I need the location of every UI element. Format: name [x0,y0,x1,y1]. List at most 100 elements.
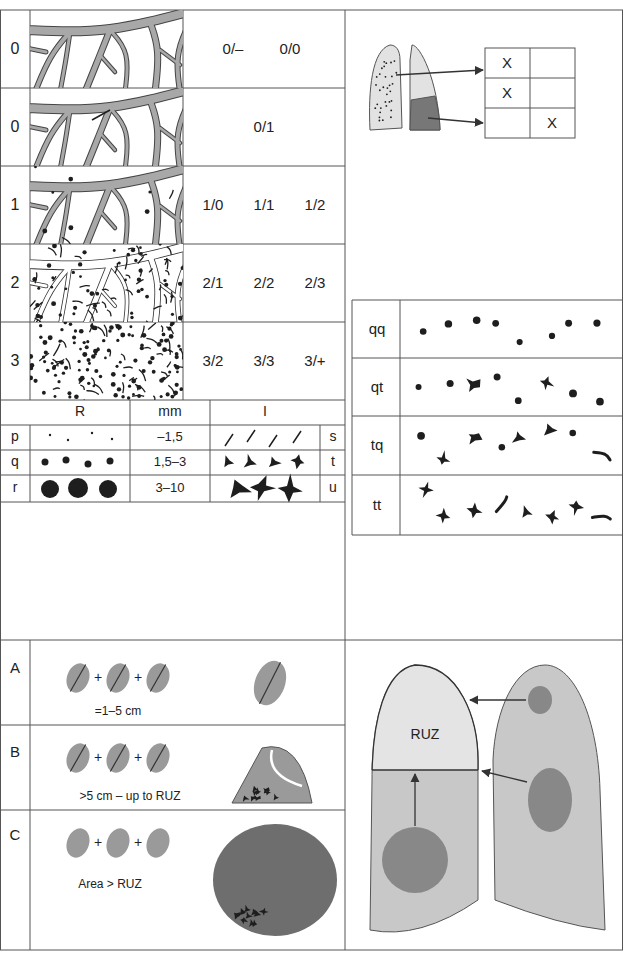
nodular-opacity [150,356,154,360]
label: mm [158,404,181,419]
irregular-opacity [244,905,251,912]
linear-opacity [126,290,133,295]
nodular-opacity [87,358,91,362]
vessel [85,264,110,322]
nodular-opacity [127,396,130,399]
opacity-dot [380,107,382,109]
vessel [150,178,158,244]
linear-opacity [55,359,64,366]
irregular-opacity [243,796,250,802]
nodular-opacity [164,283,168,287]
linear-opacity [53,276,56,281]
vessel [100,211,115,228]
vessel-outline [178,104,183,166]
nodular-opacity [79,348,82,351]
linear-opacity [109,349,110,356]
linear-opacity [35,272,37,283]
linear-opacity [91,378,94,386]
vessel [100,133,115,150]
nodular-opacity [134,259,137,262]
zone-grid-line [485,78,575,79]
large-opacity [63,740,94,776]
linear-opacity [162,375,170,382]
large-opacity [103,660,134,696]
linear-opacity [66,358,71,369]
slash-mark [150,745,165,772]
nodular-opacity [148,360,152,364]
label: >5 cm – up to RUZ [79,790,180,803]
nodular-opacity [37,287,40,290]
nodular-opacity [82,341,85,344]
large-opacity [103,825,134,861]
radiograph-cell-inner [30,244,183,322]
linear-opacity [171,291,172,302]
nodular-opacity [117,387,121,391]
label: t [331,454,335,469]
opacity-dot [379,73,381,75]
linear-opacity [80,286,90,288]
vessel [30,168,183,187]
frame-line [622,10,623,950]
opacity-dot [386,93,388,95]
opacity-dot [379,89,381,91]
opacity-dot [376,76,378,78]
rounded-opacity [49,434,51,436]
nodular-opacity [65,287,68,290]
linear-opacity [61,340,66,347]
nodular-opacity [140,288,144,292]
frame-line [0,10,623,11]
label: 3/2 [203,353,224,370]
nodular-opacity [42,229,47,234]
linear-opacity [138,256,144,263]
frame-line [352,300,353,535]
nodular-opacity [90,291,95,296]
label: + [134,835,142,850]
nodular-opacity [170,322,174,325]
linear-opacity [136,386,138,391]
vessel-outline [100,211,115,228]
irregular-opacity [540,376,555,390]
linear-opacity [136,280,143,285]
radiograph-cell-inner [30,90,183,166]
linear-opacity [35,318,44,322]
large-opacity [103,740,134,776]
label: q [11,454,19,469]
vessel [85,108,110,166]
frame-line [0,640,623,641]
label: + [134,750,142,765]
opacity-dot [374,107,376,109]
vessel-outline [30,282,46,286]
opacity-dot [376,103,378,105]
nodular-opacity [68,395,71,398]
nodular-opacity [109,325,114,330]
opacity-dot [385,62,387,64]
radiograph-cell-inner [30,322,183,400]
irregular-opacity [512,431,526,443]
nodular-opacity [78,262,82,266]
linear-opacity [140,269,141,277]
nodular-opacity [69,323,73,327]
irregular-opacity [418,481,433,498]
nodular-opacity [120,333,125,338]
linear-opacity [34,302,43,309]
linear-opacity [161,372,168,376]
rounded-opacity [492,320,499,327]
nodular-opacity [130,316,133,319]
nodular-opacity [39,324,42,327]
nodular-opacity [54,395,57,398]
nodular-opacity [99,375,103,379]
label: I [263,404,267,419]
irregular-opacity [594,452,610,460]
radiograph-cell-inner [30,12,183,88]
nodular-opacity [108,329,111,332]
vessel-outline [30,126,46,130]
nodular-opacity [111,372,116,377]
linear-opacity [94,384,103,393]
pointer-arrow [428,118,483,123]
linear-opacity [157,354,163,356]
frame-line [183,10,184,400]
label: R [75,404,85,419]
irregular-opacity [293,431,301,443]
nodular-opacity [73,306,77,310]
nodular-opacity [129,325,132,328]
